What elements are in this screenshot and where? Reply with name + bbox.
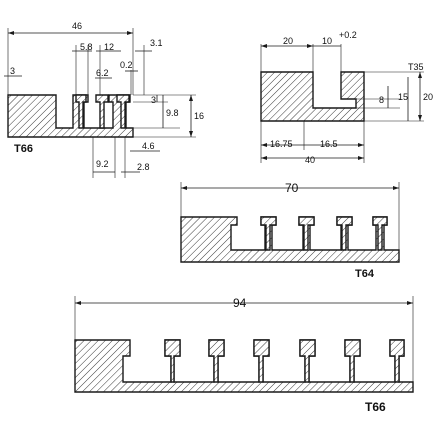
t66-large-slot-stem xyxy=(253,339,270,383)
dim-slot-width: 5.8 xyxy=(80,42,93,52)
dim-lip-height: 3 xyxy=(151,95,156,105)
t35-name: T35 xyxy=(408,62,424,72)
dim-overall-width: 46 xyxy=(72,21,82,31)
t35-dimensions: 20 10 +0.2 8 15 20 T35 16.75 16.5 40 xyxy=(260,30,433,165)
dim-inner-width: 6.2 xyxy=(96,68,109,78)
t64-profile xyxy=(180,216,400,263)
t64-dimensions: 70 T64 xyxy=(180,181,400,280)
dim-slot-spacing: 12 xyxy=(104,42,114,52)
dim-head-width: 9.2 xyxy=(96,159,109,169)
t64-slot-stem xyxy=(336,216,353,251)
dim-right-offset: 16.5 xyxy=(320,139,338,149)
t64-name: T64 xyxy=(355,268,375,280)
dim-mid-height: 15 xyxy=(398,92,408,102)
t66-large-name: T66 xyxy=(365,400,386,414)
t66-large-outline xyxy=(74,339,414,393)
dim-height: 20 xyxy=(423,92,433,102)
t66-large-slot-stem xyxy=(299,339,316,383)
dim-left-offset: 16.75 xyxy=(270,139,293,149)
t66-small-slot-stem xyxy=(116,94,130,129)
dim-gap: 0.2 xyxy=(120,60,133,70)
dim-tip-width: 3.1 xyxy=(150,38,163,48)
t66-large-slot-stem xyxy=(164,339,181,383)
t66-small-slot-stem xyxy=(95,94,109,129)
t66-small-dimensions: 46 5.8 12 3.1 6.2 0.2 3 3 9.8 xyxy=(4,21,204,178)
dim-slot-width: 10 xyxy=(322,36,332,46)
dim-stem-width: 2.8 xyxy=(137,162,150,172)
t66-large-slot-stem xyxy=(344,339,361,383)
t66-small-outline xyxy=(7,94,134,138)
dim-inner-height: 8 xyxy=(379,95,384,105)
dim-tolerance: +0.2 xyxy=(339,30,357,40)
t66-small-profile xyxy=(7,94,134,138)
t64-slot-stem xyxy=(260,216,277,251)
t64-outline xyxy=(180,216,400,263)
t35-outline xyxy=(260,71,365,122)
t66-large-slot-stem xyxy=(208,339,225,383)
t66-small-name: T66 xyxy=(14,143,33,155)
dim-overall-width: 40 xyxy=(305,155,315,165)
dim-left-lip: 3 xyxy=(10,66,15,76)
dim-slot-depth: 9.8 xyxy=(166,108,179,118)
dim-height: 16 xyxy=(194,111,204,121)
t64-slot-stem xyxy=(298,216,315,251)
t64-overall-width: 70 xyxy=(285,181,299,195)
t66-large-profile xyxy=(74,339,414,393)
t35-profile xyxy=(260,71,365,122)
t66-large-overall-width: 94 xyxy=(233,296,247,310)
t66-large-slot-stem xyxy=(389,339,405,383)
dim-base-thickness: 4.6 xyxy=(142,141,155,151)
dim-left-width: 20 xyxy=(283,36,293,46)
t64-slot-stem xyxy=(372,216,388,251)
t66-large-dimensions: 94 T66 xyxy=(74,296,414,414)
t66-small-slot-stem xyxy=(75,94,87,129)
